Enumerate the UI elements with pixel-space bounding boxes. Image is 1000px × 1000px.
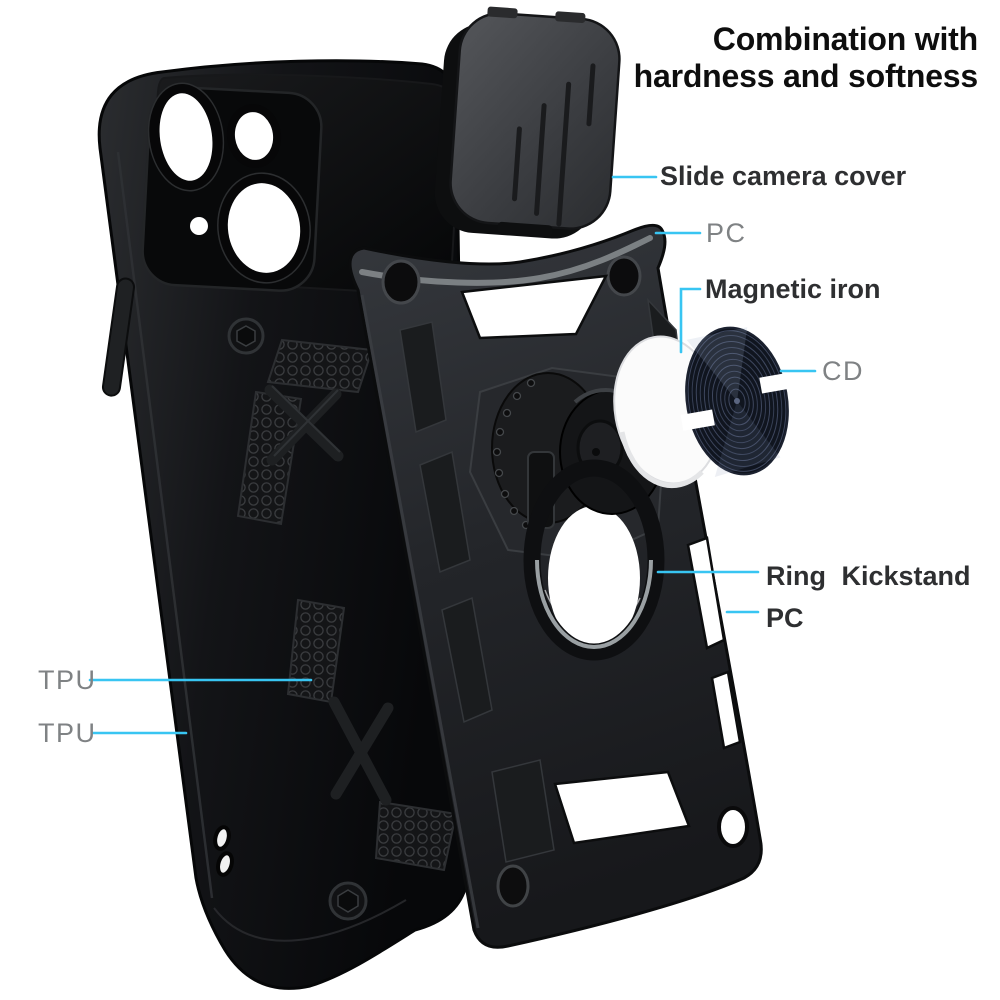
- label-slide-camera-cover: Slide camera cover: [660, 161, 907, 191]
- cd-notch-left: [680, 409, 715, 431]
- hub-button-dot: [592, 448, 600, 456]
- leader-lines: [88, 175, 817, 735]
- camera-mic-hole: [190, 217, 208, 235]
- label-pc-top: PC: [706, 218, 747, 248]
- slide-cover-top-tab-right: [555, 11, 586, 24]
- cd-sheen-top: [686, 327, 748, 401]
- label-tpu-upper: TPU: [38, 665, 97, 695]
- cd-center-dot: [734, 398, 740, 404]
- mic-hole: [216, 851, 234, 877]
- page-title: Combination with hardness and softness: [633, 21, 979, 95]
- hex-screw-bottom: [328, 881, 368, 921]
- hex-screw-top: [227, 317, 265, 355]
- cd-notch-right: [759, 372, 794, 394]
- label-magnetic-iron: Magnetic iron: [705, 274, 881, 304]
- slide-cover-bottom-tab: [497, 221, 553, 237]
- plate-hole-top-right: [606, 255, 642, 297]
- magnetic-iron-leader-line: [679, 287, 702, 354]
- page-title-line-1: Combination with: [712, 21, 978, 57]
- label-ring-kickstand: Ring Kickstand: [766, 561, 971, 591]
- label-cd: CD: [822, 356, 864, 386]
- volume-button: [101, 277, 136, 397]
- plate-hole-bottom-left: [496, 864, 530, 908]
- case-x-ridge-highlights: [271, 385, 341, 457]
- cd-grooves: [687, 330, 787, 472]
- camera-lens-top: [147, 82, 225, 192]
- ring-hole-window: [548, 506, 640, 650]
- page-title-line-2: hardness and softness: [633, 58, 979, 94]
- case-x-ridges: [264, 384, 394, 806]
- slide-cover-plate: [449, 12, 621, 230]
- slide-cover-top-tab-left: [487, 6, 518, 19]
- ring-kickstand-ring: [523, 459, 665, 661]
- cd-disc: [680, 326, 794, 477]
- speaker-hole: [213, 825, 231, 851]
- plate-hole-bottom-right: [717, 806, 749, 848]
- label-tpu-lower: TPU: [38, 718, 97, 748]
- camera-flash: [226, 104, 282, 168]
- label-pc-bottom: PC: [766, 603, 804, 633]
- slide-camera-cover-graphic: [434, 6, 621, 239]
- slide-cover-grip-grooves: [512, 63, 596, 227]
- case-left-inner-rim: [116, 151, 214, 899]
- ring-metal-arc: [535, 559, 653, 649]
- ring-metal-glint: [544, 589, 641, 634]
- hub-rivets: [492, 378, 536, 530]
- case-bottom-inner-rim: [213, 899, 407, 942]
- cd-sheen-bottom: [714, 401, 781, 477]
- armor-plate-left-bevel: [360, 294, 480, 929]
- plate-cutouts: [460, 274, 742, 845]
- grip-texture-patches: [236, 338, 458, 872]
- plate-hole-top-left: [381, 259, 421, 305]
- camera-lens-bottom: [217, 172, 311, 284]
